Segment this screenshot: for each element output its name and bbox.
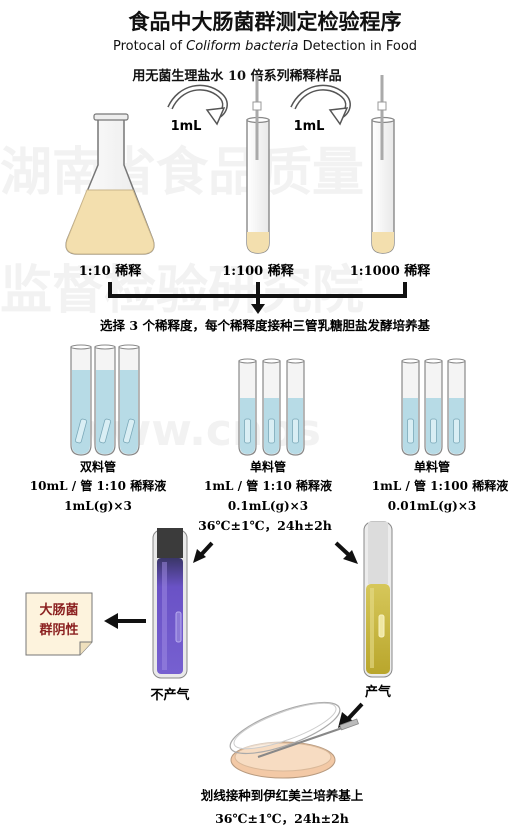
transfer-arrow-2 [290,84,351,126]
tube-group-3-labels: 单料管 1mL / 管 1:100 稀释液 0.01mL(g)×3 [372,459,508,513]
purple-tube-icon [152,528,188,679]
transfer-arrow-1 [167,84,228,126]
tube-group-3-detail: 1mL / 管 1:100 稀释液 [372,478,508,493]
tube-group-1-labels: 双料管 10mL / 管 1:10 稀释液 1mL(g)×3 [30,459,166,513]
arrow-to-dish-icon [338,702,364,728]
tube-group-1-type: 双料管 [80,459,116,474]
fermentation-tube-1-1 [70,344,92,456]
streak-line-1: 划线接种到伊红美兰培养基上 [201,788,364,803]
merge-arrow-icon [251,304,265,314]
flask-icon [65,113,155,255]
inoculating-loop [257,726,346,758]
page-title: 食品中大肠菌群测定检验程序 [129,10,402,34]
durham-tube [99,418,111,444]
arrow-to-purple-icon [193,541,214,563]
durham-tube [292,418,299,444]
tube-group-2-type: 单料管 [250,459,286,474]
fermentation-tube-2-1 [238,358,257,456]
subtitle-prefix: Protocal of [113,39,186,54]
tube-group-2-amount: 0.1mL(g)×3 [228,499,308,513]
tube-group-3-amount: 0.01mL(g)×3 [388,499,477,513]
negative-result-note: 大肠菌 群阴性 [25,592,93,656]
durham-tube [268,418,275,444]
transfer-label-1: 1mL [171,119,202,134]
tube-group-1-amount: 1mL(g)×3 [64,499,132,513]
arrow-to-negative-icon [104,613,146,629]
fermentation-tube-groups [70,344,466,456]
streak-line-2: 36℃±1℃，24h±2h [215,811,349,826]
fermentation-tube-1-3 [118,344,140,456]
watermark: 湖南省食品质量 监督检验研究院 www.cnbs [0,143,364,456]
no-gas-label: 不产气 [150,687,189,703]
selection-text: 选择 3 个稀释度，每个稀释度接种三管乳糖胆盐发酵培养基 [100,318,430,333]
subtitle-suffix: Detection in Food [298,39,417,54]
petri-dish-icon [229,701,359,779]
page-subtitle: Protocal of Coliform bacteria Detection … [113,39,417,54]
dilution-label-1: 1:10 稀释 [79,263,142,279]
durham-tube [453,418,460,444]
negative-result-line-1: 大肠菌 [39,602,78,618]
fermentation-tube-3-1 [401,358,420,456]
fermentation-tube-3-3 [447,358,466,456]
watermark-line-1: 湖南省食品质量 [0,143,364,203]
incubation-text: 36℃±1℃，24h±2h [198,518,332,533]
fermentation-tube-2-2 [262,358,281,456]
fermentation-tube-3-2 [424,358,443,456]
durham-tube [407,418,414,444]
durham-tube [244,418,251,444]
arrow-to-yellow-icon [334,541,358,564]
tube-group-1-detail: 10mL / 管 1:10 稀释液 [30,478,166,493]
watermark-line-2: 监督检验研究院 [0,261,364,321]
tube-1-1000-icon [371,75,395,254]
subtitle-italic: Coliform bacteria [186,39,298,54]
tube-group-3-type: 单料管 [414,459,450,474]
transfer-label-2: 1mL [294,119,325,134]
merge-bracket [108,282,407,306]
yellow-tube-icon [363,521,393,678]
tube-group-2-detail: 1mL / 管 1:10 稀释液 [204,478,332,493]
durham-tube [123,418,135,444]
durham-tube [75,418,87,444]
dilution-instruction: 用无菌生理盐水 10 倍系列稀释样品 [131,68,341,84]
durham-tube [430,418,437,444]
tube-group-2-labels: 单料管 1mL / 管 1:10 稀释液 0.1mL(g)×3 [204,459,332,513]
fermentation-tube-2-3 [286,358,305,456]
fermentation-tube-1-2 [94,344,116,456]
dilution-label-2: 1:100 稀释 [222,263,295,279]
gas-label: 产气 [365,684,391,700]
tube-1-100-icon [246,75,270,254]
negative-result-line-2: 群阴性 [39,622,78,638]
dilution-label-3: 1:1000 稀释 [350,263,432,279]
